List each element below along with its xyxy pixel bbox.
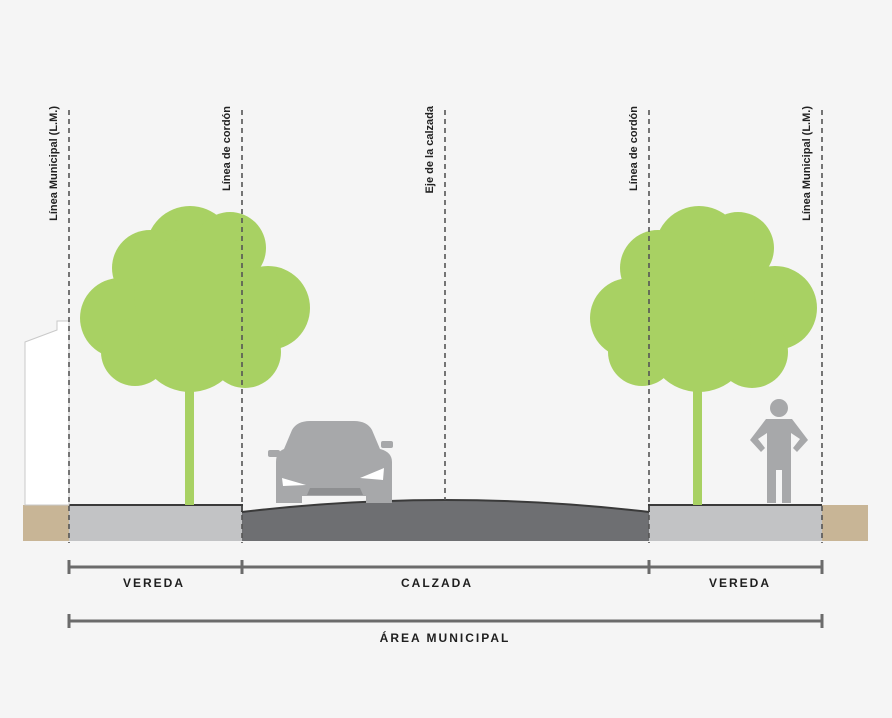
roadway xyxy=(242,500,649,541)
right-municipal-label: Línea Municipal (L.M.) xyxy=(801,106,813,221)
tree-icon xyxy=(80,206,310,505)
car-icon xyxy=(268,421,393,503)
tree-icon xyxy=(590,206,817,505)
right-curb-label: Línea de cordón xyxy=(628,106,640,191)
left-municipal-label: Línea Municipal (L.M.) xyxy=(48,106,60,221)
left-curb-label: Línea de cordón xyxy=(221,106,233,191)
axis-label: Eje de la calzada xyxy=(424,105,436,193)
roadway-label: CALZADA xyxy=(401,576,473,590)
building-icon xyxy=(24,320,70,506)
person-icon xyxy=(750,399,808,503)
sidewalk-right xyxy=(649,505,822,541)
left-sidewalk-label: VEREDA xyxy=(123,576,185,590)
right-sidewalk-label: VEREDA xyxy=(709,576,771,590)
earth-left xyxy=(23,505,69,541)
sidewalk-left xyxy=(69,505,242,541)
earth-right xyxy=(822,505,868,541)
roadway-top-edge xyxy=(241,499,650,513)
municipal-area-label: ÁREA MUNICIPAL xyxy=(380,630,511,645)
